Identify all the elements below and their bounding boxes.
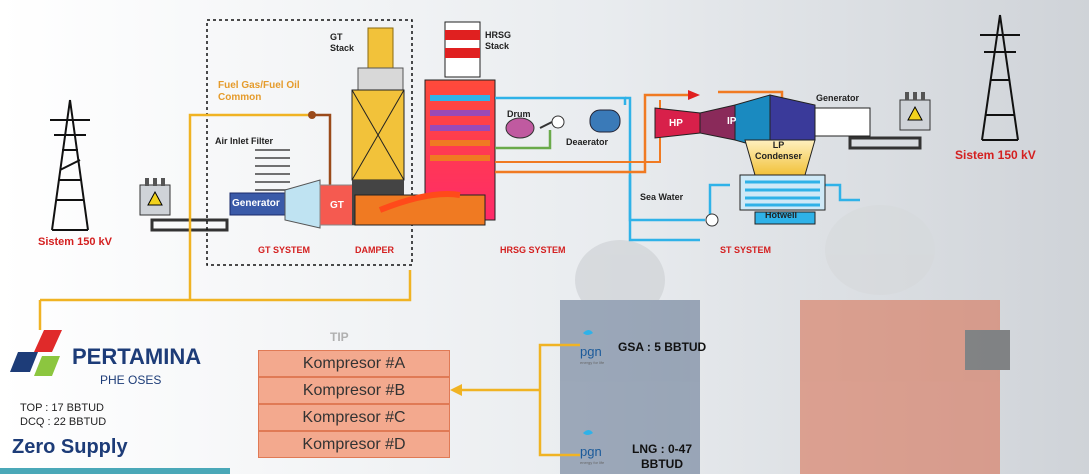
lng-value: LNG : 0-47 BBTUD xyxy=(632,442,692,472)
tip-label: TIP xyxy=(330,330,349,344)
pgn-tagline-top: energy for life xyxy=(580,360,604,365)
kompresor-b: Kompresor #B xyxy=(258,377,450,404)
hp-label: HP xyxy=(669,118,683,129)
sistem-left-label: Sistem 150 kV xyxy=(38,236,112,248)
damper-label: DAMPER xyxy=(355,245,394,255)
condenser-tubes-icon xyxy=(740,175,825,210)
sistem-right-label: Sistem 150 kV xyxy=(955,148,1036,162)
pgn-logo-top: pgn xyxy=(580,344,602,359)
generator-st-label: Generator xyxy=(816,93,859,103)
fuel-label: Fuel Gas/Fuel Oil Common xyxy=(218,80,300,104)
generator-gt-label: Generator xyxy=(232,198,280,209)
gt-system-label: GT SYSTEM xyxy=(258,245,310,255)
kompresor-c: Kompresor #C xyxy=(258,404,450,431)
kompresor-a: Kompresor #A xyxy=(258,350,450,377)
gt-label: GT xyxy=(330,200,344,211)
deaerator-label: Deaerator xyxy=(566,137,608,147)
pertamina-name: PERTAMINA xyxy=(72,344,201,370)
hotwell-label: Hotwell xyxy=(765,210,797,220)
ip-label: IP xyxy=(727,116,736,127)
gt-stack-label: GT Stack xyxy=(330,32,354,54)
dcq-value: DCQ : 22 BBTUD xyxy=(20,416,106,428)
lp-condenser-label: LP Condenser xyxy=(755,140,802,162)
zero-supply-label: Zero Supply xyxy=(12,436,128,459)
hrsg-stack-label: HRSG Stack xyxy=(485,30,511,52)
kompresor-d: Kompresor #D xyxy=(258,431,450,458)
air-inlet-filter-label: Air Inlet Filter xyxy=(215,136,273,146)
hrsg-system-label: HRSG SYSTEM xyxy=(500,245,566,255)
sea-water-label: Sea Water xyxy=(640,192,683,202)
pgn-tagline-bottom: energy for life xyxy=(580,460,604,465)
drum-label: Drum xyxy=(507,109,531,119)
pgn-logo-bottom: pgn xyxy=(580,444,602,459)
gsa-value: GSA : 5 BBTUD xyxy=(618,340,706,354)
top-value: TOP : 17 BBTUD xyxy=(20,402,104,414)
pertamina-sub: PHE OSES xyxy=(100,373,161,387)
st-system-label: ST SYSTEM xyxy=(720,245,771,255)
